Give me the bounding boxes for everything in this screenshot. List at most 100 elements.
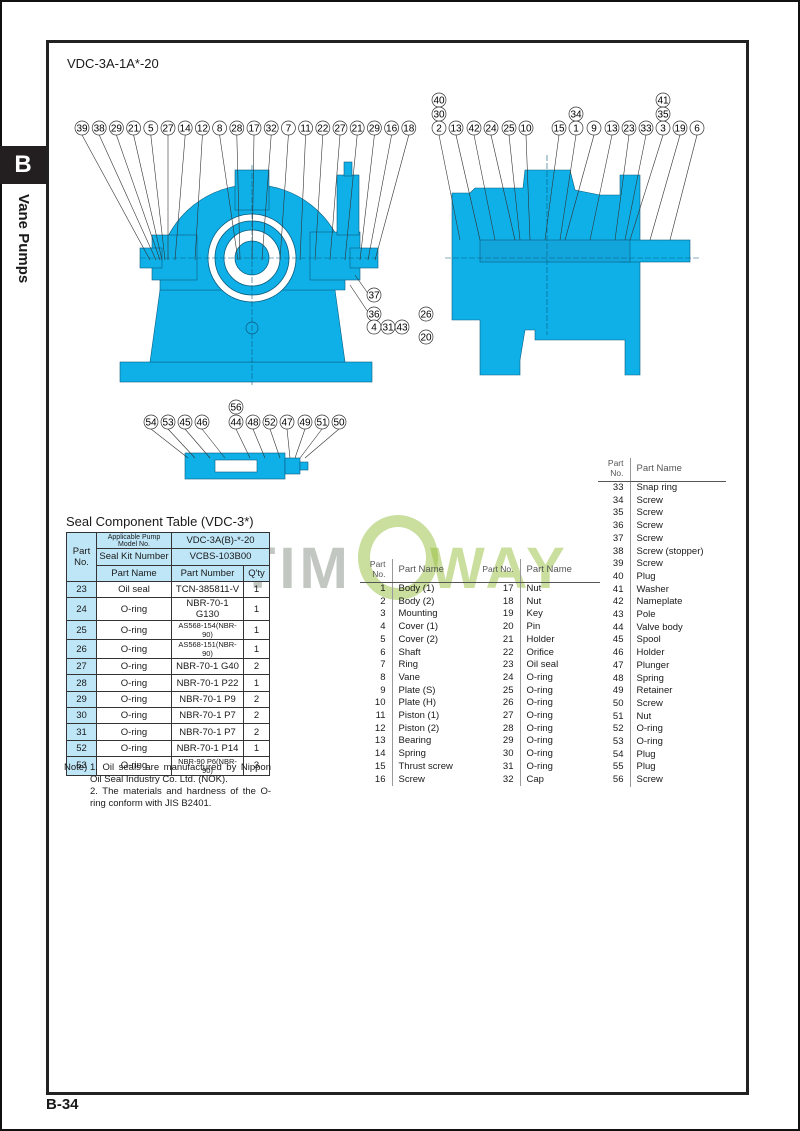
svg-text:52: 52	[264, 418, 276, 429]
svg-text:19: 19	[674, 124, 686, 135]
part-callout: 28	[229, 120, 245, 261]
part-callout: 13	[448, 120, 481, 241]
parts-list-row: 41 Washer	[598, 583, 726, 597]
svg-text:15: 15	[553, 124, 565, 135]
part-callout: 27	[329, 120, 348, 261]
part-callout: 37	[354, 274, 382, 303]
header-applicable-label: Applicable Pump Model No.	[96, 531, 172, 550]
part-callout: 44	[228, 414, 251, 459]
parts-list-table-right: Part No. Part Name 33 Snap ring 34 Screw…	[598, 458, 726, 787]
parts-list-row: 7 Ring 23 Oil seal	[360, 659, 600, 672]
parts-list-row: 15 Thrust screw 31 O-ring	[360, 760, 600, 774]
part-callout: 54	[143, 414, 189, 459]
part-callout: 13	[589, 120, 620, 241]
svg-text:28: 28	[231, 124, 243, 135]
part-callout: 46	[194, 414, 226, 459]
svg-text:3: 3	[660, 124, 666, 135]
part-callout: 48	[245, 414, 266, 459]
parts-list-row: 3 Mounting 19 Key	[360, 608, 600, 622]
svg-text:2: 2	[436, 124, 442, 135]
svg-text:12: 12	[197, 124, 209, 135]
part-callout: 33	[624, 120, 654, 241]
parts-list-row: 5 Cover (2) 21 Holder	[360, 633, 600, 647]
parts-list-row: 55 Plug	[598, 761, 726, 775]
parts-list-row: 38 Screw (stopper)	[598, 545, 726, 559]
parts-list-row: 53 O-ring	[598, 736, 726, 749]
svg-text:5: 5	[148, 124, 154, 135]
svg-text:38: 38	[94, 124, 106, 135]
part-callout: 53	[160, 414, 196, 459]
part-callout: 15	[544, 120, 567, 241]
part-callout: 40	[431, 92, 447, 108]
part-callout: 34	[568, 106, 584, 122]
page-number: B-34	[46, 1096, 79, 1113]
part-callout: 21	[126, 120, 163, 261]
svg-text:48: 48	[247, 418, 259, 429]
part-callout: 24	[483, 120, 516, 241]
svg-text:53: 53	[162, 418, 174, 429]
part-callout: 19	[649, 120, 688, 241]
seal-table-row: 30 O-ring NBR-70-1 P7 2	[66, 707, 270, 725]
parts-list-row: 47 Plunger	[598, 659, 726, 673]
part-callout: 17	[246, 120, 262, 261]
part-callout: 32	[261, 120, 279, 261]
parts-list-row: 50 Screw	[598, 697, 726, 711]
svg-text:24: 24	[485, 124, 497, 135]
svg-text:50: 50	[333, 418, 345, 429]
parts-list-row: 2 Body (2) 18 Nut	[360, 595, 600, 609]
part-callout: 42	[466, 120, 496, 241]
part-callout: 2	[431, 120, 461, 241]
parts-list-row: 1 Body (1) 17 Nut	[360, 582, 600, 596]
svg-text:11: 11	[300, 124, 311, 135]
part-callout: 16	[367, 120, 399, 261]
front-view-drawing	[119, 161, 379, 383]
side-view-drawing	[451, 169, 691, 376]
part-callout: 29	[109, 120, 161, 261]
part-callout: 50	[304, 414, 347, 459]
part-callout: 26	[418, 306, 434, 322]
parts-list-row: 33 Snap ring	[598, 481, 726, 495]
svg-text:45: 45	[179, 418, 191, 429]
parts-list-row: 36 Screw	[598, 520, 726, 533]
part-callout: 20	[418, 329, 434, 345]
svg-text:1: 1	[573, 124, 579, 135]
svg-text:21: 21	[128, 124, 140, 135]
part-callout: 8	[212, 120, 239, 261]
model-title: VDC-3A-1A*-20	[67, 56, 159, 71]
svg-text:30: 30	[433, 110, 445, 121]
part-callout: 4	[366, 319, 382, 335]
parts-list-row: 44 Valve body	[598, 621, 726, 635]
part-callout: 29	[359, 120, 382, 261]
parts-list-row: 11 Piston (1) 27 O-ring	[360, 710, 600, 723]
parts-list-row: 49 Retainer	[598, 685, 726, 698]
svg-text:31: 31	[382, 323, 394, 334]
parts-list-row: 6 Shaft 22 Orifice	[360, 646, 600, 660]
svg-text:4: 4	[371, 323, 377, 334]
seal-table-row: 23 Oil seal TCN-385811-V 1	[66, 580, 270, 599]
seal-table-row: 29 O-ring NBR-70-1 P9 2	[66, 690, 270, 709]
svg-text:37: 37	[368, 291, 380, 302]
svg-text:23: 23	[623, 124, 635, 135]
parts-list-row: 52 O-ring	[598, 723, 726, 737]
svg-text:6: 6	[694, 124, 700, 135]
svg-text:42: 42	[468, 124, 480, 135]
part-callout: 6	[669, 120, 705, 241]
seal-table-row: 27 O-ring NBR-70-1 G40 2	[66, 658, 270, 676]
part-callout: 56	[228, 399, 244, 415]
part-callout: 5	[143, 120, 166, 261]
parts-list-row: 4 Cover (1) 20 Pin	[360, 621, 600, 634]
part-callout: 39	[74, 120, 151, 261]
part-callout: 41	[655, 92, 671, 108]
section-tab: B	[0, 146, 46, 184]
svg-text:47: 47	[281, 418, 293, 429]
svg-text:54: 54	[145, 418, 157, 429]
pump-cross-section-drawings	[119, 155, 700, 480]
parts-list-row: 48 Spring	[598, 672, 726, 686]
part-callout: 23	[614, 120, 637, 241]
parts-list-row: 54 Plug	[598, 748, 726, 762]
header-kit-value: VCBS-103B00	[171, 548, 270, 566]
part-callout: 12	[194, 120, 210, 261]
part-callout: 30	[431, 106, 447, 122]
part-callout: 21	[344, 120, 365, 261]
seal-table-row: 52 O-ring NBR-70-1 P14 1	[66, 739, 270, 757]
